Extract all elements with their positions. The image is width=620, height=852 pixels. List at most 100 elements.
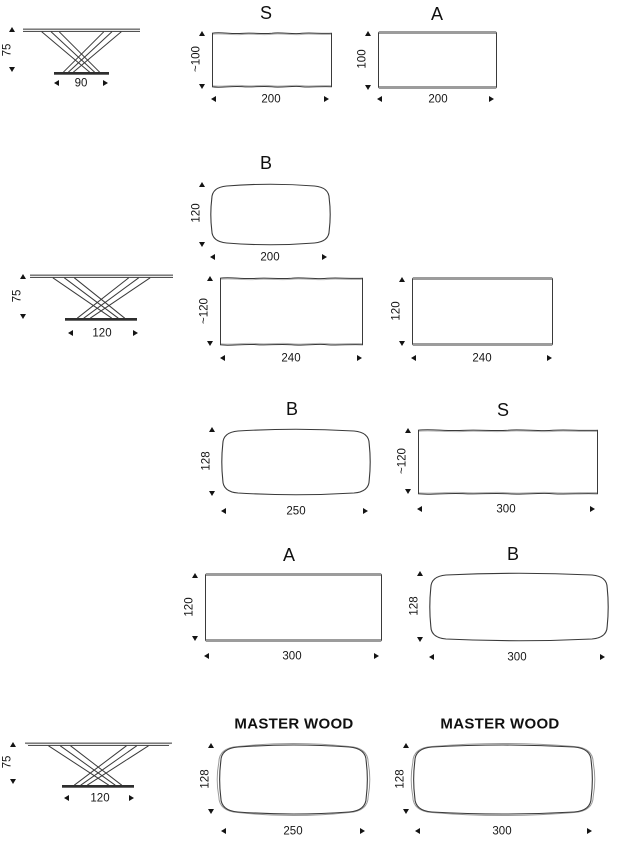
height-dimension-label: 75 [11, 289, 24, 303]
dimension-arrow-right-icon [587, 827, 593, 834]
dimension-arrow-up-icon [402, 743, 409, 749]
dimension-arrow-left-icon [221, 507, 227, 514]
height-dimension-label: 128 [199, 769, 212, 789]
dimension-arrow-down-icon [404, 489, 411, 495]
width-dimension-label: 300 [492, 825, 512, 838]
height-dimension-label: 120 [183, 597, 196, 617]
dimension-arrow-right-icon [374, 652, 380, 659]
tabletop-masterwood-shape [216, 743, 371, 816]
tabletop-barrel-shape [429, 572, 609, 642]
dimension-arrow-down-icon [198, 84, 205, 90]
height-dimension-label: 128 [394, 769, 407, 789]
height-dimension-label: ~120 [396, 448, 409, 474]
dimension-arrow-right-icon [360, 827, 366, 834]
tabletop-straight-shape [412, 277, 553, 346]
dimension-arrow-down-icon [9, 779, 16, 785]
dimension-arrow-up-icon [206, 276, 213, 282]
height-dimension-label: 100 [356, 49, 369, 69]
height-dimension-label: ~100 [190, 46, 203, 72]
height-dimension-label: 128 [200, 451, 213, 471]
height-dimension-label: 75 [1, 43, 14, 57]
width-dimension-label: 250 [283, 825, 303, 838]
tabletop-wavy-shape [417, 429, 599, 495]
width-dimension-label: 300 [507, 651, 527, 664]
dimension-arrow-right-icon [129, 794, 135, 801]
dimension-arrow-left-icon [417, 505, 423, 512]
dimension-arrow-up-icon [208, 427, 215, 433]
dimension-arrow-right-icon [600, 653, 606, 660]
height-dimension-label: 120 [190, 203, 203, 223]
dimension-arrow-left-icon [429, 653, 435, 660]
width-dimension-label: 120 [92, 327, 112, 340]
dimension-arrow-right-icon [103, 79, 109, 86]
dimension-arrow-right-icon [547, 354, 553, 361]
shape-variant-label: A [282, 545, 296, 565]
dimension-arrow-down-icon [398, 341, 405, 347]
shape-variant-label: MASTER WOOD [234, 715, 354, 733]
dimension-arrow-down-icon [8, 67, 15, 73]
width-dimension-label: 300 [496, 503, 516, 516]
dimension-arrow-left-icon [54, 79, 60, 86]
dimension-arrow-up-icon [198, 182, 205, 188]
tabletop-masterwood-shape [410, 743, 596, 816]
dimension-arrow-up-icon [19, 274, 26, 280]
dimension-arrow-up-icon [198, 31, 205, 37]
dimension-arrow-down-icon [402, 809, 409, 815]
dimension-arrow-right-icon [357, 354, 363, 361]
dimension-arrow-left-icon [377, 95, 383, 102]
dimension-arrow-left-icon [64, 794, 70, 801]
dimension-arrow-right-icon [322, 253, 328, 260]
table-front-drawing [23, 28, 140, 75]
dimension-arrow-up-icon [398, 277, 405, 283]
tabletop-straight-shape [205, 573, 382, 642]
dimension-arrow-up-icon [364, 31, 371, 37]
dimension-arrow-down-icon [206, 341, 213, 347]
dimension-arrow-right-icon [324, 95, 330, 102]
dimension-arrow-down-icon [416, 637, 423, 643]
width-dimension-label: 200 [260, 251, 280, 264]
shape-variant-label: S [259, 3, 273, 23]
width-dimension-label: 200 [428, 93, 448, 106]
dimension-arrow-down-icon [198, 242, 205, 248]
width-dimension-label: 90 [74, 77, 88, 90]
tabletop-wavy-shape [211, 32, 333, 88]
tabletop-straight-shape [378, 31, 497, 89]
dimension-arrow-left-icon [211, 95, 217, 102]
tabletop-wavy-shape [219, 277, 364, 346]
shape-variant-label: B [506, 544, 520, 564]
dimension-arrow-left-icon [411, 354, 417, 361]
dimension-arrow-right-icon [363, 507, 369, 514]
width-dimension-label: 200 [261, 93, 281, 106]
dimension-arrow-left-icon [415, 827, 421, 834]
height-dimension-label: 128 [408, 596, 421, 616]
shape-variant-label: MASTER WOOD [440, 715, 560, 733]
height-dimension-label: ~120 [198, 298, 211, 324]
table-front-drawing [25, 742, 172, 788]
shape-variant-label: S [496, 400, 510, 420]
tabletop-barrel-shape [210, 183, 331, 246]
dimension-arrow-up-icon [416, 571, 423, 577]
table-front-drawing [30, 274, 173, 321]
dimension-arrow-left-icon [68, 329, 74, 336]
dimension-arrow-up-icon [207, 743, 214, 749]
dimension-arrow-up-icon [404, 428, 411, 434]
shape-variant-label: B [285, 399, 299, 419]
width-dimension-label: 240 [281, 352, 301, 365]
height-dimension-label: 120 [390, 301, 403, 321]
width-dimension-label: 250 [286, 505, 306, 518]
dimension-arrow-up-icon [191, 573, 198, 579]
dimension-arrow-right-icon [489, 95, 495, 102]
dimension-arrow-left-icon [221, 827, 227, 834]
shape-variant-label: B [259, 153, 273, 173]
tabletop-barrel-shape [221, 428, 371, 496]
dimension-arrow-left-icon [220, 354, 226, 361]
dimension-arrow-left-icon [210, 253, 216, 260]
dimension-arrow-down-icon [208, 491, 215, 497]
dimension-arrow-down-icon [207, 809, 214, 815]
dimension-arrow-left-icon [204, 652, 210, 659]
shape-variant-label: A [430, 4, 444, 24]
width-dimension-label: 300 [282, 650, 302, 663]
dimension-arrow-down-icon [191, 636, 198, 642]
dimension-arrow-right-icon [590, 505, 596, 512]
